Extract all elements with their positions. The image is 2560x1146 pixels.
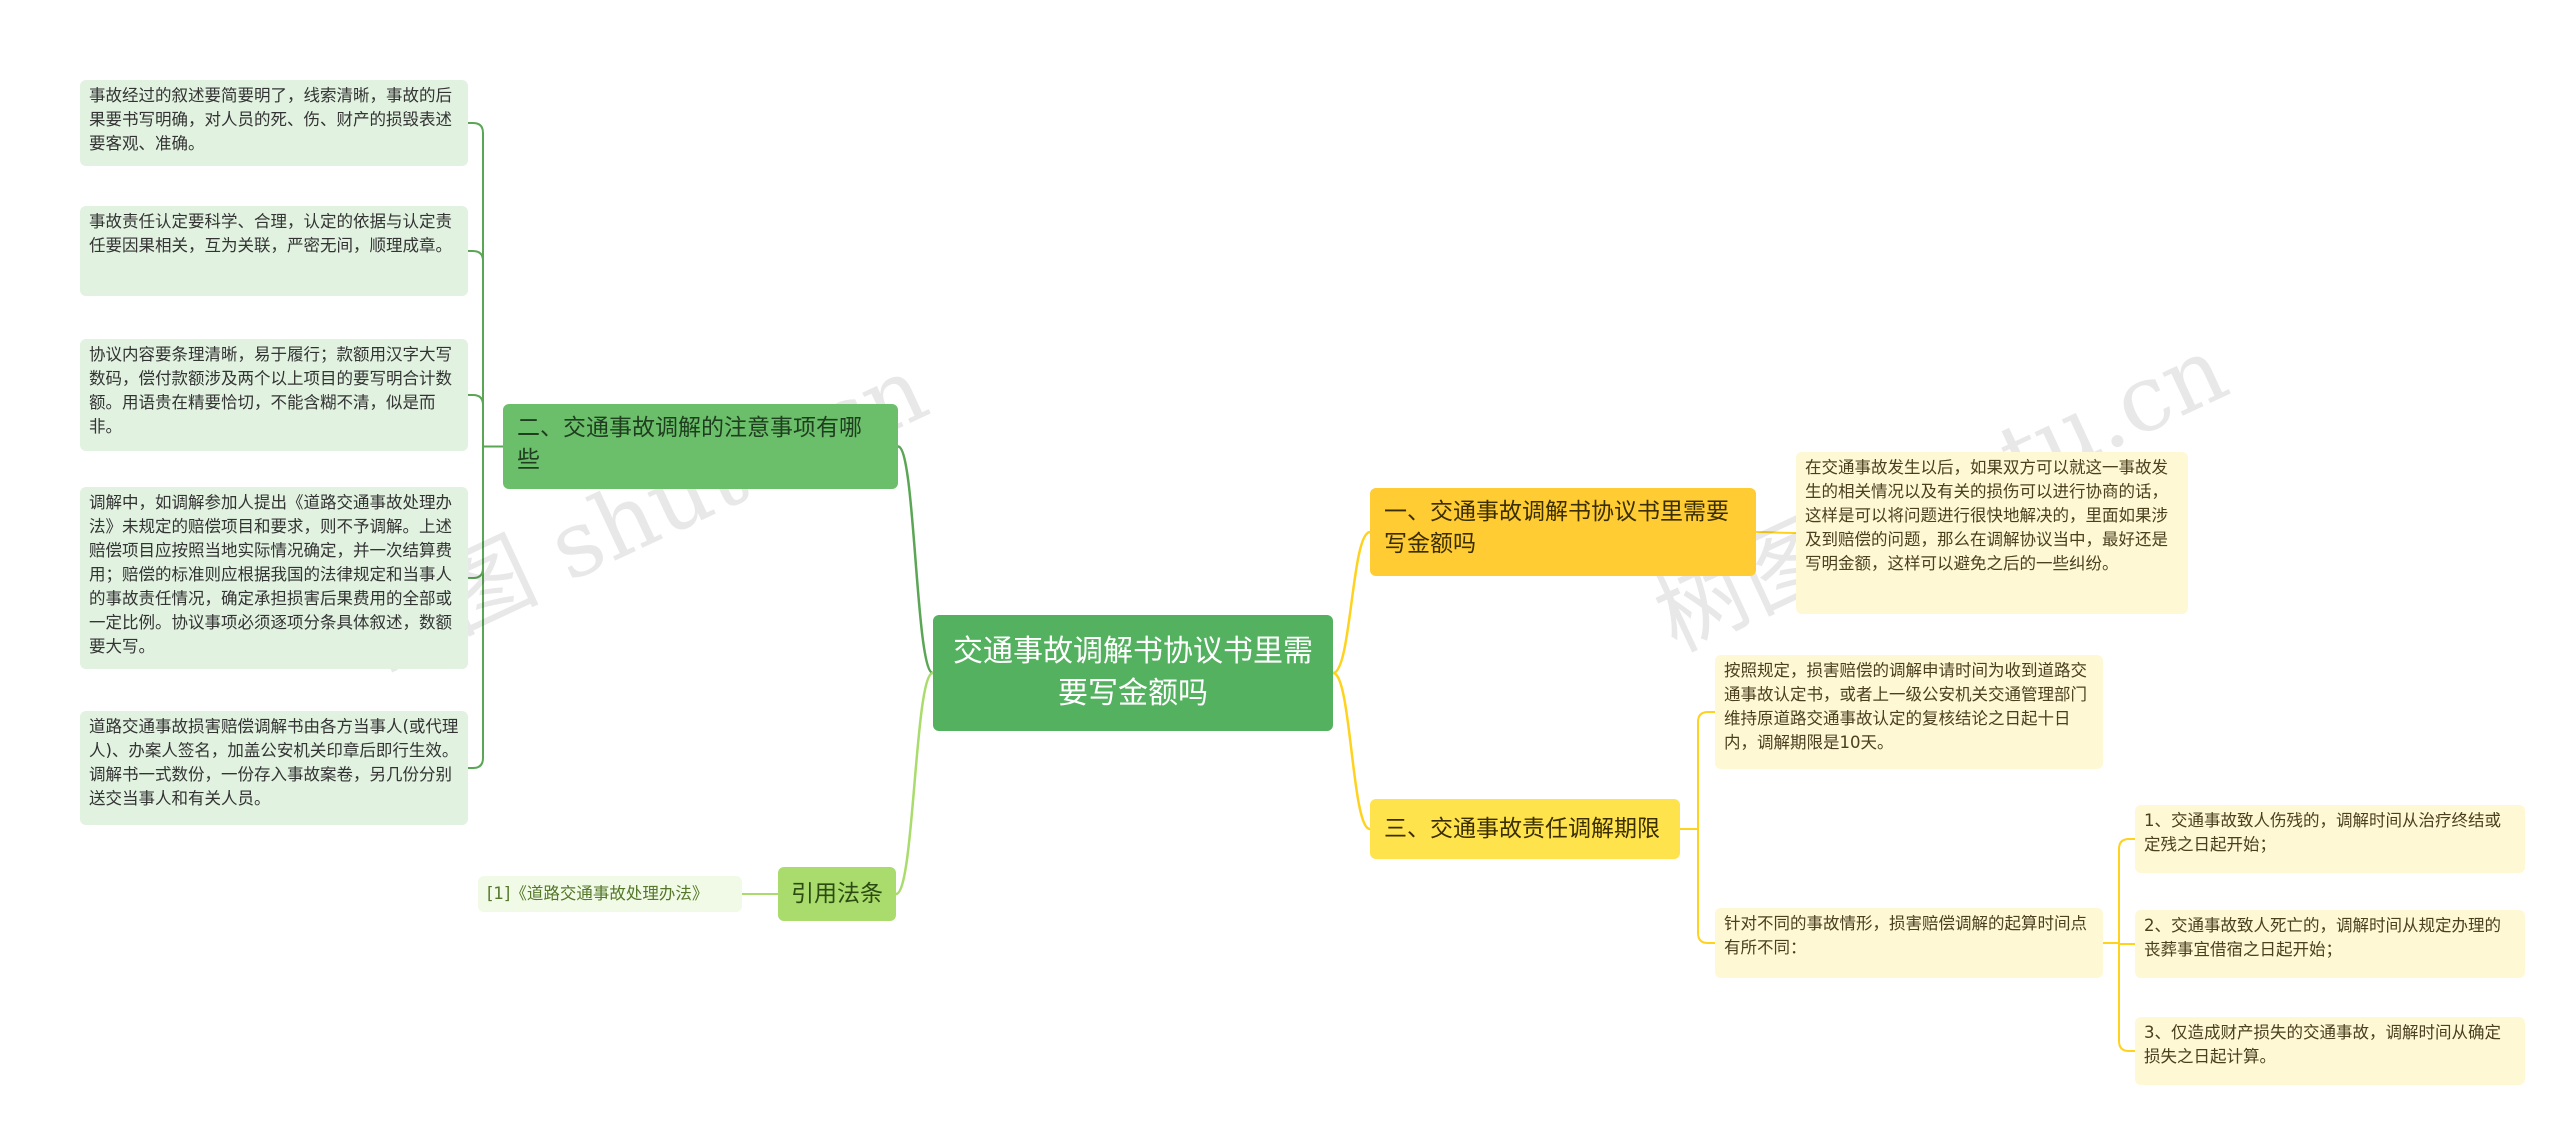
link-notes-leaf-2 [468,250,503,448]
note-item-2[interactable]: 事故责任认定要科学、合理，认定的依据与认定责任要因果相关，互为关联，严密无间，顺… [80,206,468,296]
link-notes-leaf-3 [468,394,503,448]
link-case-leaf-3 [2103,942,2135,1052]
link-notes-leaf-4 [468,445,503,579]
period-rule[interactable]: 按照规定，损害赔偿的调解申请时间为收到道路交通事故认定书，或者上一级公安机关交通… [1715,655,2103,769]
period-case-death[interactable]: 2、交通事故致人死亡的，调解时间从规定办理的丧葬事宜借宿之日起开始； [2135,910,2525,978]
branch-notes[interactable]: 二、交通事故调解的注意事项有哪些 [503,404,898,489]
link-period-leaf-2 [1680,828,1715,944]
period-cases-intro[interactable]: 针对不同的事故情形，损害赔偿调解的起算时间点有所不同： [1715,908,2103,978]
link-amount-leaf [1755,531,1797,534]
link-center-law [895,671,934,896]
period-case-property[interactable]: 3、仅造成财产损失的交通事故，调解时间从确定损失之日起计算。 [2135,1017,2525,1085]
link-case-leaf-1 [2103,838,2135,944]
note-item-3[interactable]: 协议内容要条理清晰，易于履行；款额用汉字大写数码，偿付款额涉及两个以上项目的要写… [80,339,468,451]
link-notes-leaf-5 [468,445,503,769]
branch-law[interactable]: 引用法条 [778,867,896,921]
link-period-leaf-1 [1680,711,1715,830]
law-reference[interactable]: [1]《道路交通事故处理办法》 [478,876,742,912]
note-item-1[interactable]: 事故经过的叙述要简要明了，线索清晰，事故的后果要书写明确，对人员的死、伤、财产的… [80,80,468,166]
period-case-injury[interactable]: 1、交通事故致人伤残的，调解时间从治疗终结或定残之日起开始； [2135,805,2525,873]
link-center-period [1332,671,1371,831]
link-center-notes [896,445,935,675]
branch-period[interactable]: 三、交通事故责任调解期限 [1370,799,1680,859]
note-item-5[interactable]: 道路交通事故损害赔偿调解书由各方当事人(或代理人)、办案人签名，加盖公安机关印章… [80,711,468,825]
amount-detail[interactable]: 在交通事故发生以后，如果双方可以就这一事故发生的相关情况以及有关的损伤可以进行协… [1796,452,2188,614]
central-topic[interactable]: 交通事故调解书协议书里需要写金额吗 [933,615,1333,731]
note-item-4[interactable]: 调解中，如调解参加人提出《道路交通事故处理办法》未规定的赔偿项目和要求，则不予调… [80,487,468,669]
link-center-amount [1332,530,1371,675]
link-notes-leaf-1 [468,122,503,448]
branch-amount[interactable]: 一、交通事故调解书协议书里需要写金额吗 [1370,488,1756,576]
